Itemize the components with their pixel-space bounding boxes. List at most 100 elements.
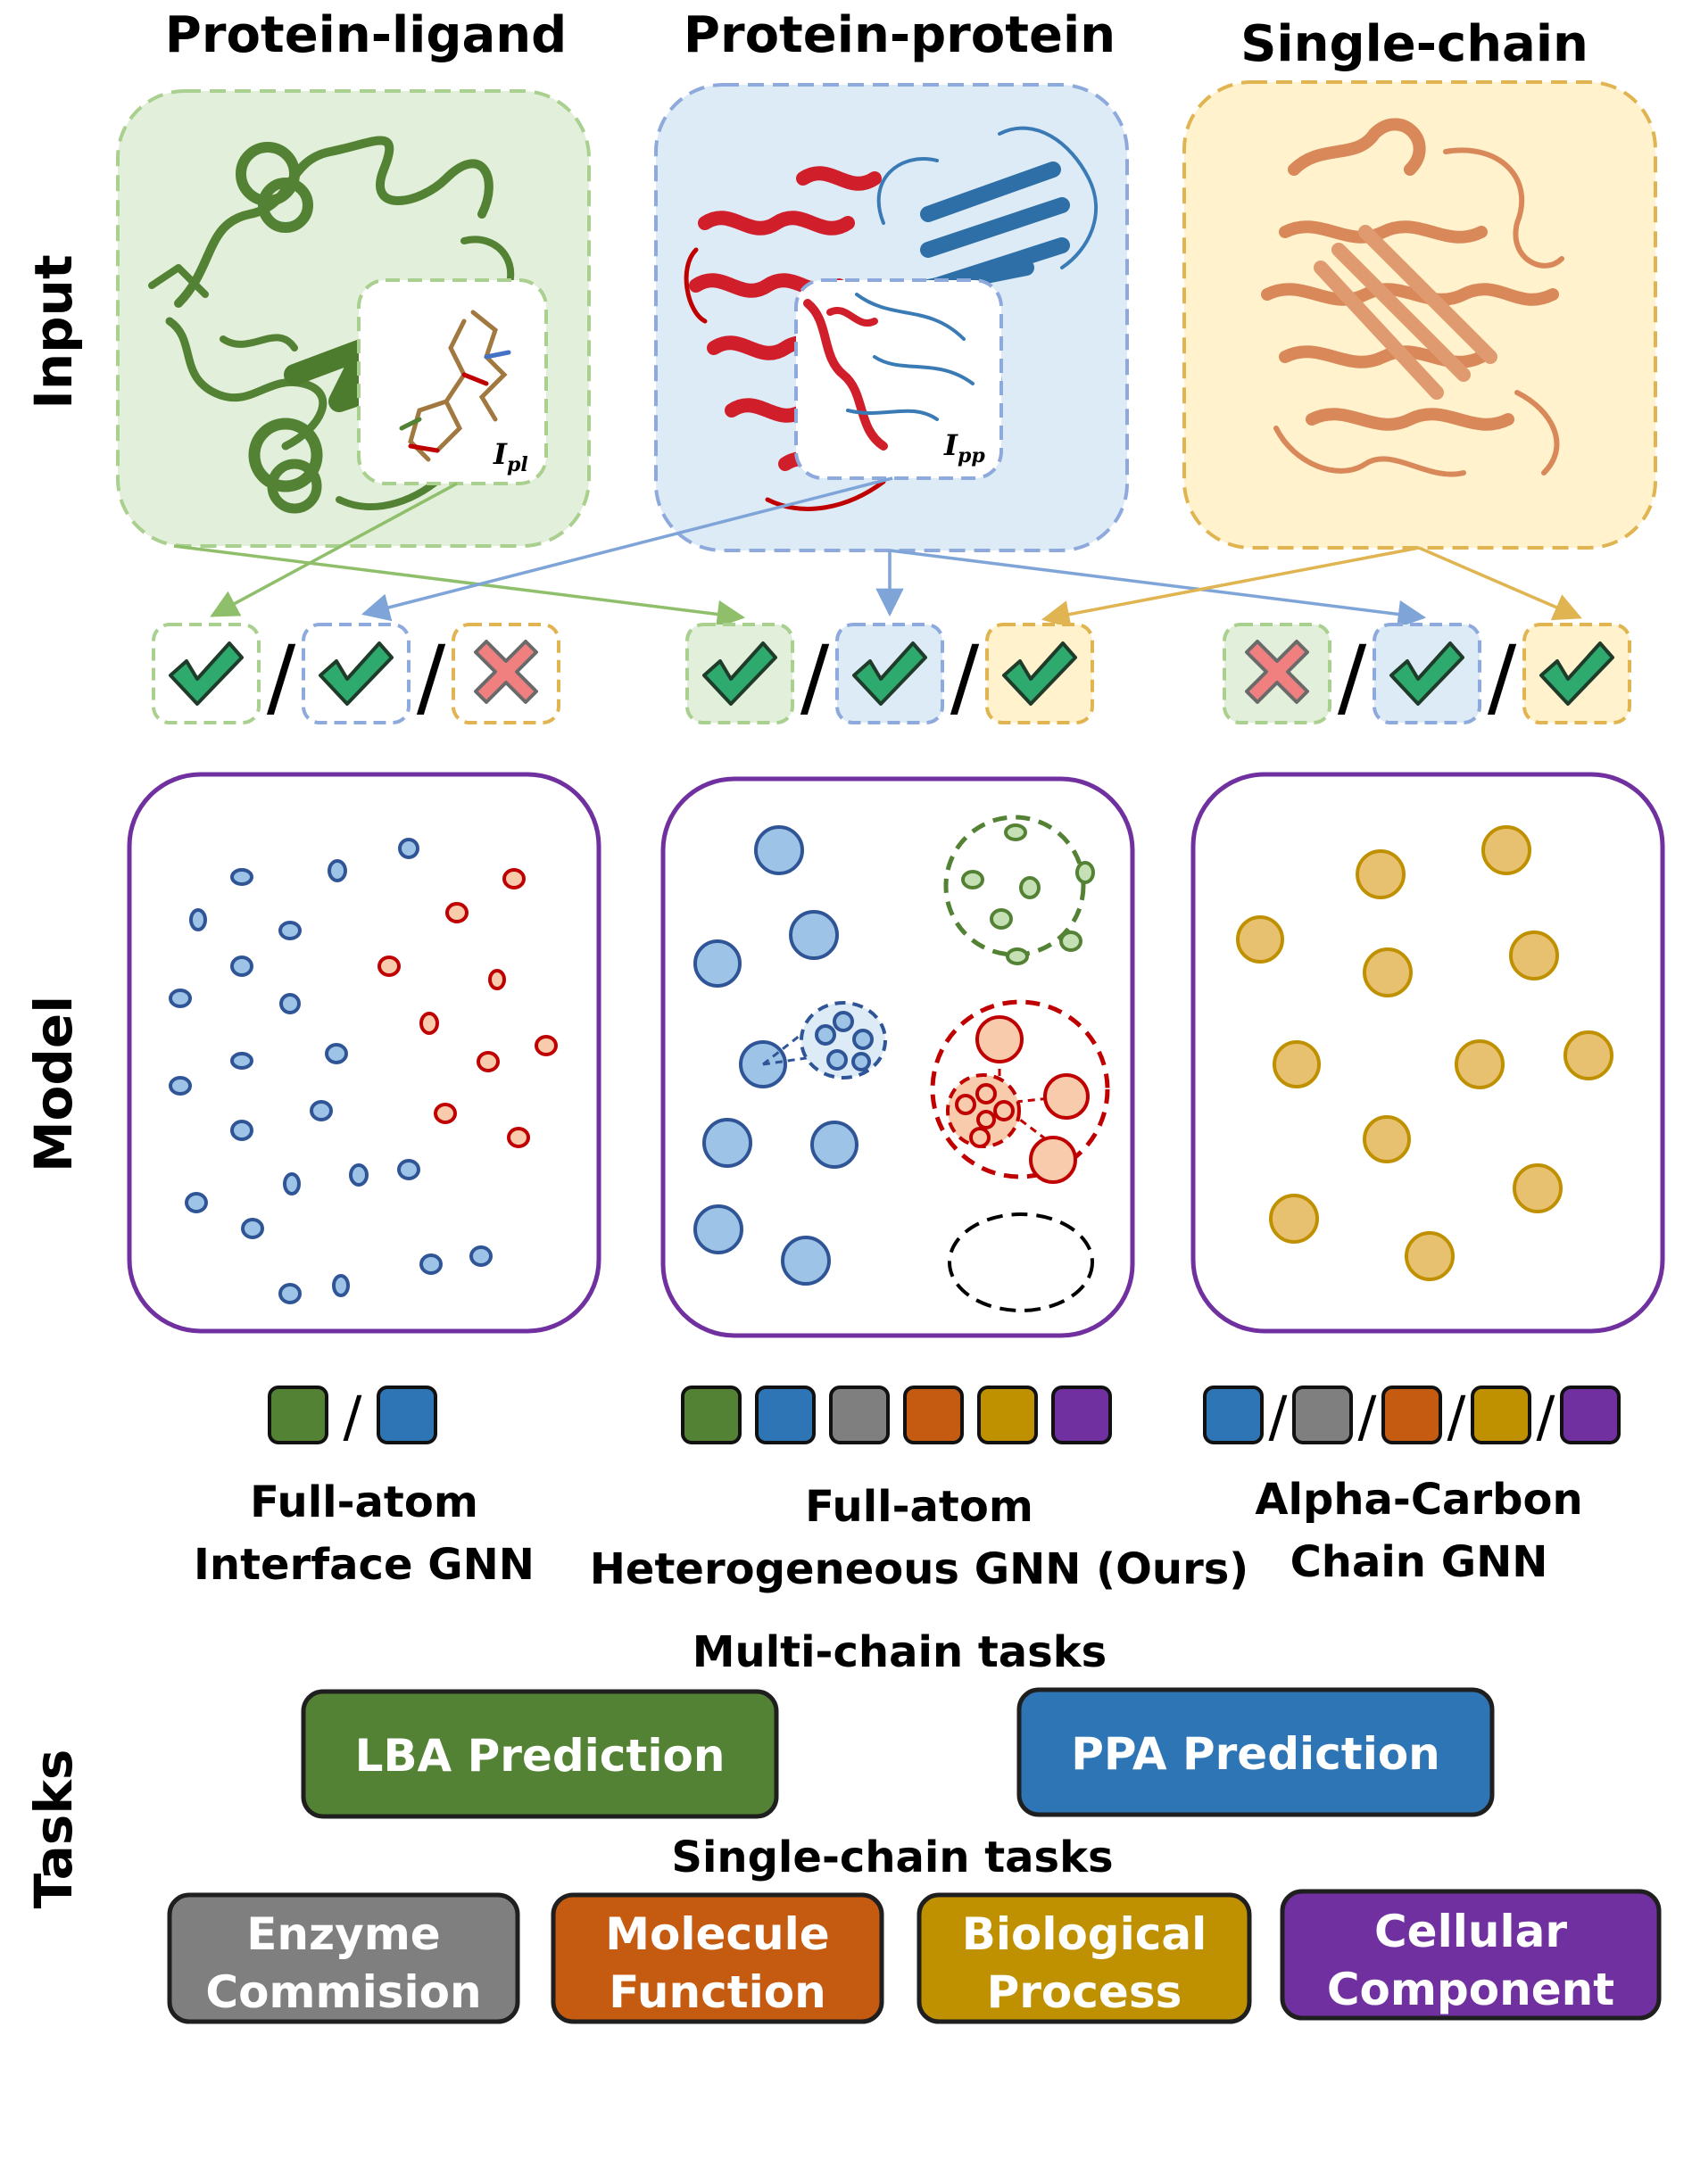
interface-label-ipl: Ipl	[493, 437, 528, 476]
separator-slash: /	[1269, 1384, 1288, 1449]
task-box-molecule-bg	[551, 1892, 884, 2024]
task-box-lba-bg	[301, 1689, 779, 1819]
model-name-chain-gnn-line2: Chain GNN	[1290, 1537, 1548, 1587]
legend-swatch-chain-gnn-gray	[1292, 1386, 1353, 1444]
compat-interface-gnn-protein-protein-check	[302, 623, 411, 724]
separator-slash: /	[800, 627, 830, 727]
ligand-molecule-illustration	[399, 310, 511, 462]
legend-swatch-interface-gnn-green	[268, 1386, 328, 1444]
legend-swatch-chain-gnn-purple	[1560, 1386, 1621, 1444]
task-box-cellular-bg	[1280, 1889, 1662, 2021]
check-icon	[702, 641, 777, 706]
legend-swatch-chain-gnn-gold	[1471, 1386, 1531, 1444]
separator-slash: /	[1447, 1384, 1466, 1449]
legend-swatch-hetero-gnn-gold	[977, 1386, 1038, 1444]
column-title-protein-ligand: Protein-ligand	[165, 6, 567, 64]
task-box-molecule-function: Molecule Function	[551, 1892, 884, 2024]
input-panel-single-chain	[1182, 80, 1657, 550]
model-name-hetero-gnn-line1: Full-atom	[805, 1482, 1033, 1532]
input-panel-protein-ligand: Ipl	[116, 89, 591, 548]
task-box-lba: LBA Prediction	[301, 1689, 779, 1819]
check-icon	[319, 641, 394, 706]
compat-chain-gnn-single-chain-check	[1522, 623, 1631, 724]
task-label-biological-line1: Biological	[962, 1908, 1207, 1960]
compatibility-arrows	[173, 476, 1582, 629]
separator-slash: /	[950, 627, 980, 727]
interface-gnn-protein-atoms	[169, 838, 493, 1304]
compat-hetero-gnn-single-chain-check	[985, 623, 1094, 724]
section-label-model: Model	[23, 996, 84, 1172]
separator-slash: /	[1338, 627, 1367, 727]
arrow-single-to-chain	[1418, 546, 1582, 621]
protein-ligand-structure-illustration	[148, 136, 515, 514]
check-icon	[169, 641, 244, 706]
check-icon	[1002, 641, 1077, 706]
task-label-lba: LBA Prediction	[355, 1730, 726, 1782]
compat-hetero-gnn-protein-protein-check	[835, 623, 944, 724]
task-color-legend: / / / / /	[268, 1384, 1621, 1449]
task-box-ppa: PPA Prediction	[1016, 1687, 1495, 1817]
legend-swatch-interface-gnn-blue	[377, 1386, 437, 1444]
legend-swatch-hetero-gnn-purple	[1051, 1386, 1112, 1444]
hetero-gnn-residue-nodes	[693, 825, 858, 1286]
separator-slash: /	[344, 1384, 362, 1449]
task-label-biological-line2: Process	[987, 1966, 1182, 2018]
section-label-input: Input	[23, 254, 84, 409]
task-label-ppa: PPA Prediction	[1071, 1728, 1440, 1780]
compat-hetero-gnn-protein-ligand-check	[685, 623, 794, 724]
legend-swatch-hetero-gnn-orange	[903, 1386, 964, 1444]
model-name-chain-gnn-line1: Alpha-Carbon	[1255, 1475, 1582, 1525]
hetero-gnn-residue-cluster	[762, 1001, 887, 1080]
task-box-ppa-bg	[1016, 1687, 1495, 1817]
interface-label-ipp: Ipp	[943, 428, 985, 467]
arrow-ligand-to-hetero	[173, 544, 746, 629]
compat-interface-gnn-single-chain-cross	[452, 623, 560, 724]
section-label-tasks: Tasks	[23, 1750, 84, 1909]
arrow-pp-to-interface	[361, 476, 893, 622]
separator-slash: /	[1537, 1384, 1555, 1449]
input-panel-protein-protein: Ipp	[654, 83, 1129, 552]
protein-protein-interface-illustration	[803, 293, 975, 451]
model-name-hetero-gnn-line2: Heterogeneous GNN (Ours)	[590, 1544, 1249, 1594]
model-panel-interface-gnn	[127, 772, 601, 1334]
task-label-molecule-line1: Molecule	[605, 1908, 829, 1960]
legend-swatch-chain-gnn-orange	[1381, 1386, 1442, 1444]
legend-swatch-chain-gnn-blue	[1203, 1386, 1264, 1444]
check-icon	[1389, 641, 1464, 706]
hetero-gnn-ligand-cluster	[943, 815, 1095, 965]
model-name-interface-gnn-line1: Full-atom	[250, 1477, 478, 1527]
legend-swatch-hetero-gnn-gray	[829, 1386, 890, 1444]
compatibility-marks: //////	[152, 623, 1631, 727]
task-label-cellular-line1: Cellular	[1374, 1906, 1567, 1957]
model-name-interface-gnn-line2: Interface GNN	[194, 1540, 535, 1590]
hetero-gnn-empty-cluster	[948, 1212, 1094, 1312]
chain-gnn-alpha-carbon-nodes	[1236, 825, 1613, 1281]
separator-slash: /	[417, 627, 446, 727]
arrow-ligand-to-interface	[210, 482, 458, 617]
column-title-protein-protein: Protein-protein	[684, 6, 1116, 64]
arrow-single-to-hetero	[1041, 546, 1420, 629]
single-chain-tasks-heading: Single-chain tasks	[671, 1832, 1113, 1882]
task-label-cellular-line2: Component	[1327, 1964, 1614, 2015]
multi-chain-tasks-heading: Multi-chain tasks	[693, 1627, 1107, 1677]
task-label-enzyme-line1: Enzyme	[246, 1908, 440, 1960]
model-panel-heterogeneous-gnn	[660, 776, 1135, 1338]
task-label-molecule-line2: Function	[609, 1966, 825, 2018]
task-label-enzyme-line2: Commision	[205, 1966, 481, 2018]
interface-gnn-ligand-atoms	[377, 868, 558, 1148]
cross-icon	[474, 640, 538, 704]
task-box-cellular-component: Cellular Component	[1280, 1889, 1662, 2021]
task-box-biological-process: Biological Process	[916, 1892, 1252, 2024]
cross-icon	[1245, 640, 1309, 704]
arrow-pp-to-chain	[889, 549, 1427, 629]
check-icon	[1539, 641, 1614, 706]
task-box-enzyme-bg	[167, 1892, 520, 2024]
separator-slash: /	[1488, 627, 1517, 727]
separator-slash: /	[1358, 1384, 1377, 1449]
legend-swatch-hetero-gnn-blue	[755, 1386, 816, 1444]
check-icon	[852, 641, 927, 706]
column-title-single-chain: Single-chain	[1240, 15, 1588, 73]
hetero-gnn-protein-cluster	[930, 999, 1110, 1184]
task-box-enzyme-commision: Enzyme Commision	[167, 1892, 520, 2024]
